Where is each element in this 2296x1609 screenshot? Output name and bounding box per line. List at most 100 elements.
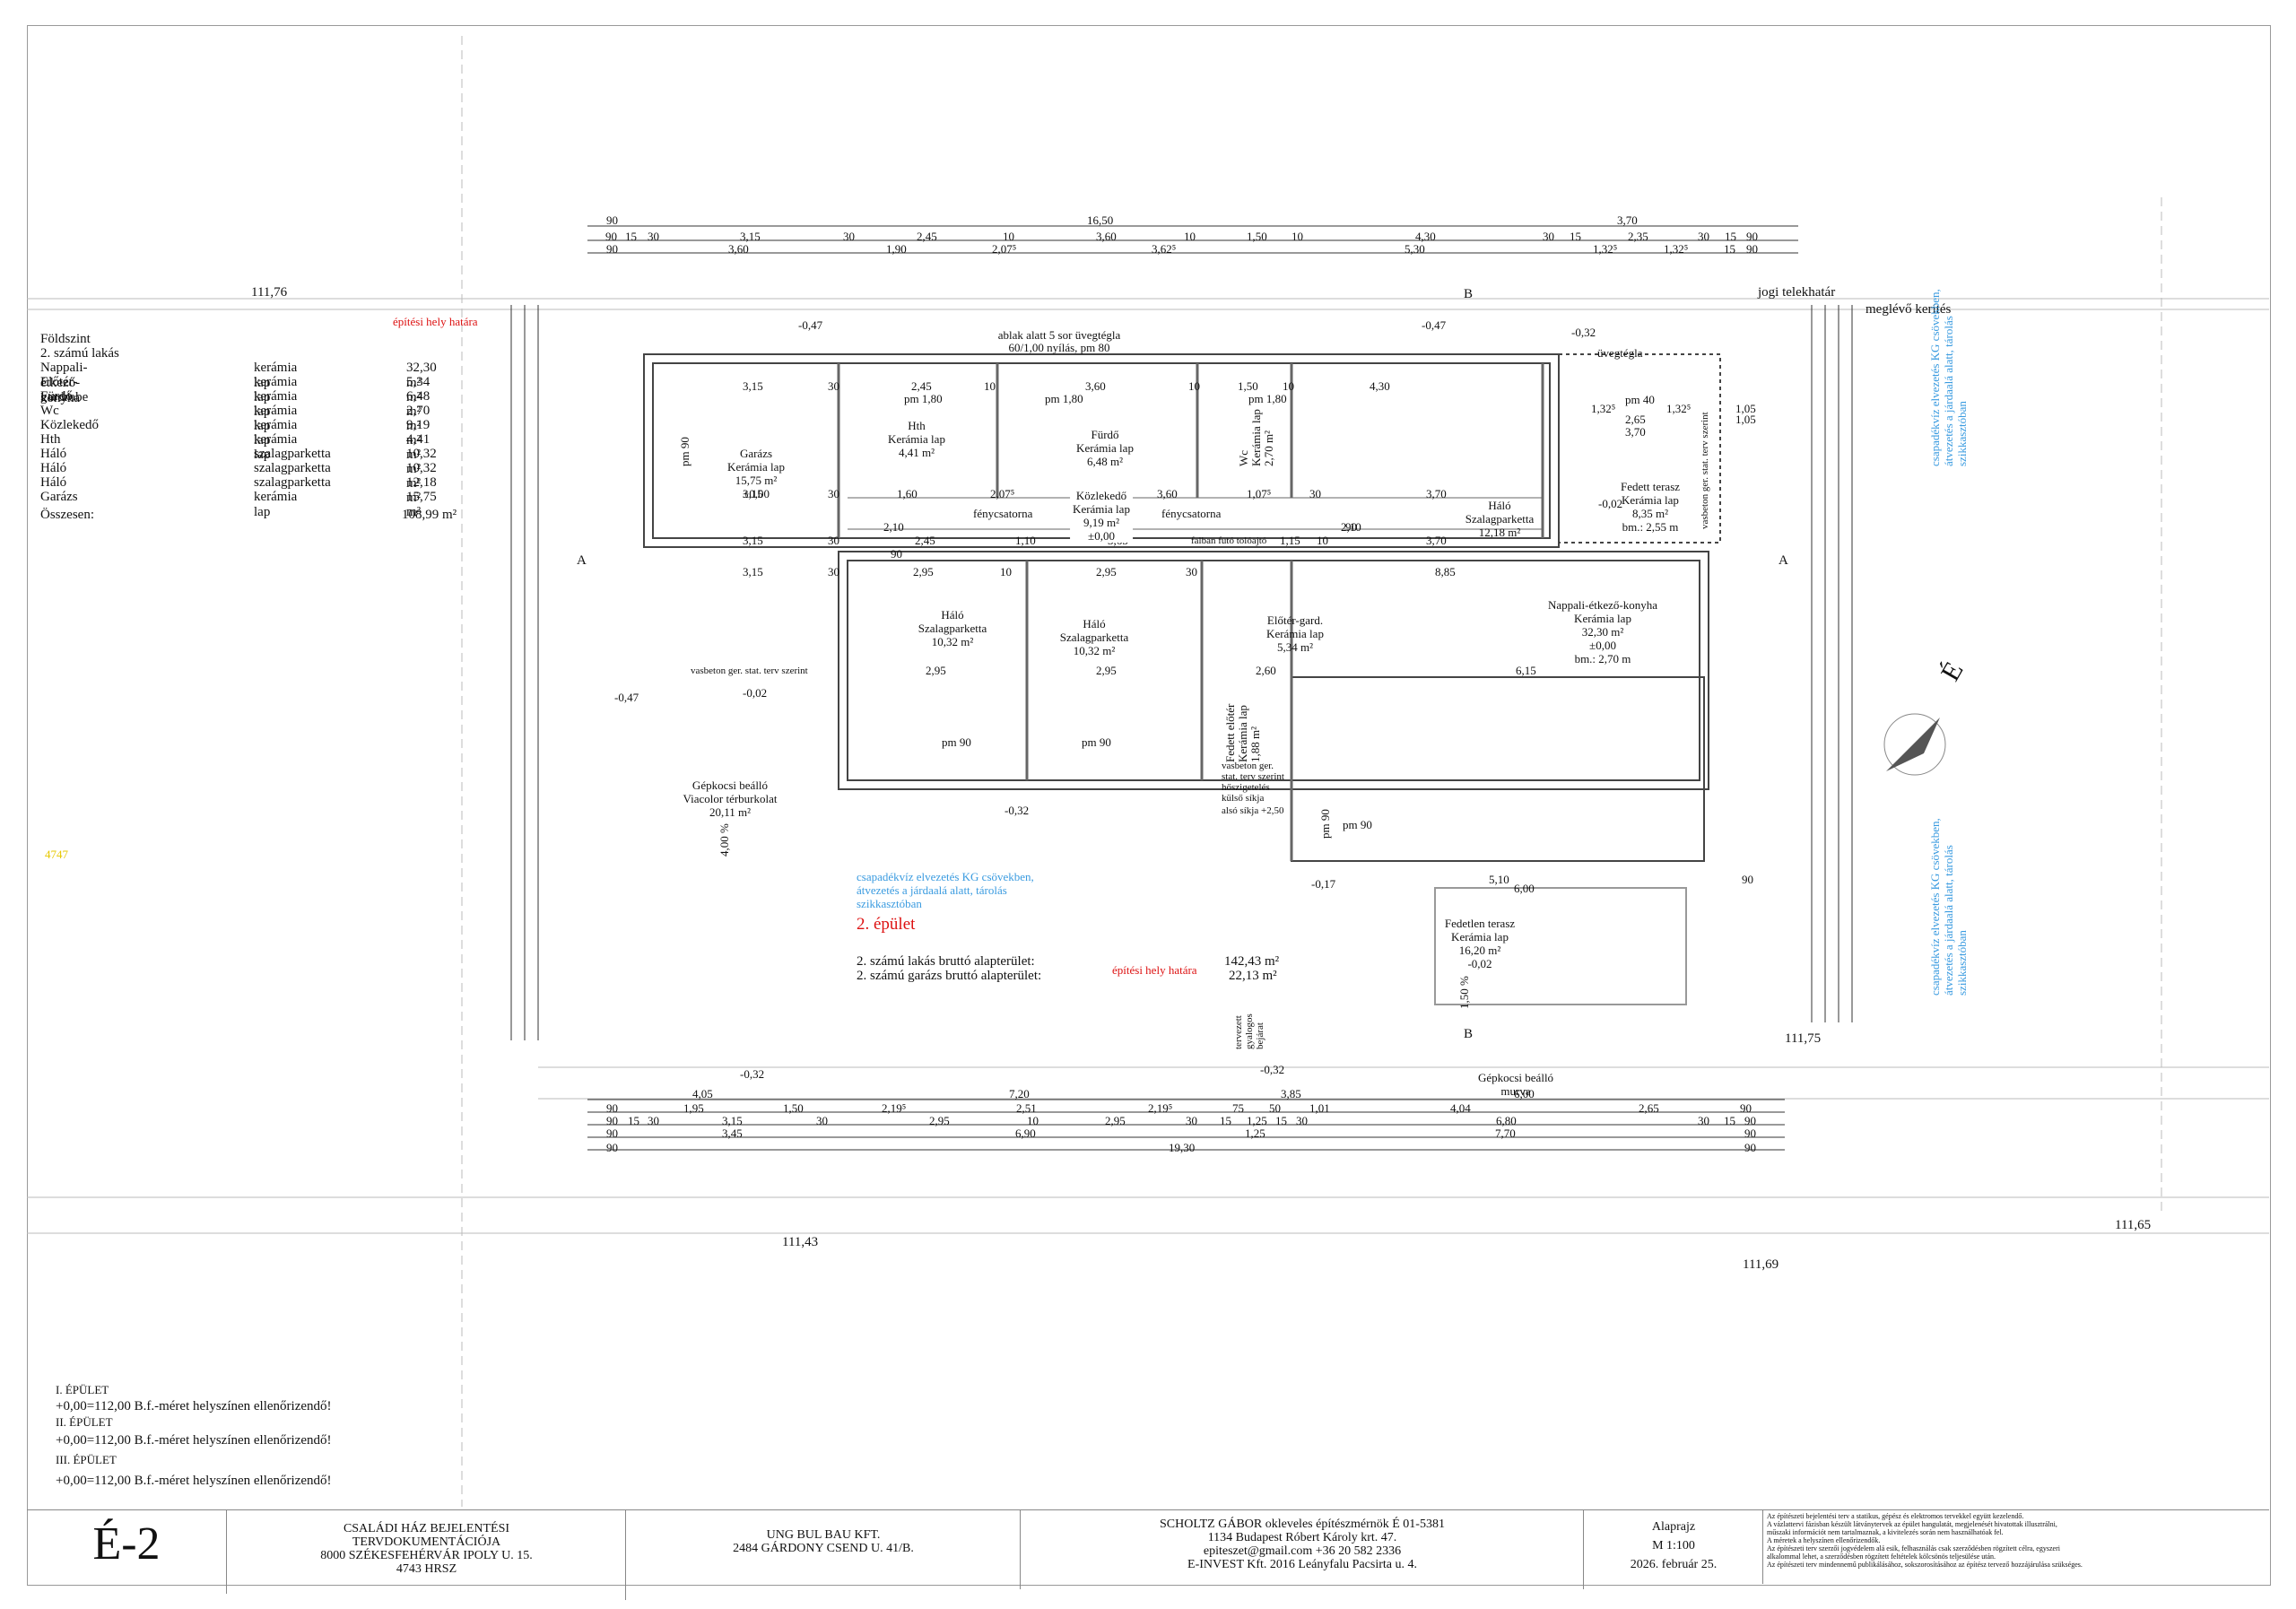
dim-text: 3,15	[743, 534, 763, 547]
dim-text: 3,15	[743, 487, 763, 500]
room-area: 6,48 m²	[406, 389, 430, 419]
dim-text: 15	[1570, 230, 1581, 243]
yellow-marker: 4747	[45, 848, 68, 861]
level-111-43: 111,43	[782, 1235, 819, 1249]
pedestrian-entrance-label: tervezett gyalogos bejárat	[1233, 1013, 1265, 1049]
section-marker-a: A	[577, 553, 587, 568]
dim-text: 30	[1186, 1114, 1197, 1127]
dim-text: 1,95	[683, 1101, 704, 1115]
legend-total-label: Összesen:	[40, 508, 94, 522]
dim-text: 2,51	[1016, 1101, 1037, 1115]
dim-text: 19,30	[1169, 1141, 1196, 1154]
legend-title: Földszint	[40, 332, 91, 346]
room-name: Fürdő	[40, 389, 73, 404]
spot-level: -0,32	[740, 1067, 765, 1081]
room-name: Háló	[40, 447, 67, 461]
dim-text: 3,70	[1426, 487, 1447, 500]
dim-text: 2,95	[926, 664, 946, 677]
building-zone-label: építési hely határa	[393, 315, 478, 328]
dim-text: 1,32⁵	[1666, 402, 1692, 415]
dim-text: 30	[828, 534, 839, 547]
dim-text: 4,04	[1450, 1101, 1471, 1115]
dim-text: 2,60	[1256, 664, 1276, 677]
room-name: Hth	[40, 432, 61, 447]
dim-text: 30	[648, 230, 659, 243]
dim-text: 10	[1292, 230, 1303, 243]
dim-text: 1,10	[1015, 534, 1036, 547]
dim-text: 2,07⁵	[992, 242, 1017, 256]
dim-text: 2,10	[1341, 520, 1361, 534]
dim-text: 1,60	[897, 487, 918, 500]
dim-text: 4,05	[692, 1087, 713, 1100]
spot-level: -0,32	[1004, 804, 1030, 817]
room-floor: kerámia lap	[254, 404, 298, 433]
sill-height: pm 90	[678, 437, 691, 466]
dim-text: 1,25	[1247, 1114, 1267, 1127]
building-number-label: 2. épület	[857, 915, 916, 934]
spot-level: -0,47	[1422, 318, 1447, 332]
sliding-door-note: falban futó tolóajtó	[1191, 535, 1267, 546]
dim-text: 1,01	[1309, 1101, 1330, 1115]
dim-text: 6,00	[1514, 882, 1535, 895]
room-floor: kerámia lap	[254, 490, 298, 519]
dim-text: 6,80	[1496, 1114, 1517, 1127]
room-area: 4,41 m²	[406, 432, 430, 462]
north-arrow	[1883, 713, 1946, 776]
dim-text: 10	[1184, 230, 1196, 243]
designer-cell: SCHOLTZ GÁBOR okleveles építészmérnök É …	[1020, 1510, 1584, 1589]
dim-text: 90	[1740, 1101, 1752, 1115]
room-floor: szalagparketta	[254, 461, 331, 475]
soffit-note: alsó síkja +2,50	[1222, 805, 1284, 816]
dim-text: 15	[1724, 242, 1735, 256]
dim-text: 10	[1283, 379, 1294, 393]
dim-text: 30	[1309, 487, 1321, 500]
dim-text: 2,65	[1625, 413, 1646, 426]
dim-text: 4,30	[1370, 379, 1390, 393]
room-area: 32,30 m²	[406, 361, 437, 390]
sill-height: pm 1,80	[904, 392, 943, 405]
room-name: Közlekedő	[40, 418, 99, 432]
dim-text: 30	[1543, 230, 1554, 243]
dim-text: 3,15	[740, 230, 761, 243]
gross-area-garage-label: 2. számú garázs bruttó alapterület:	[857, 969, 1042, 983]
note-building-1: I. ÉPÜLET	[56, 1383, 109, 1396]
note-building-3-value: +0,00=112,00 B.f.-méret helyszínen ellen…	[56, 1474, 332, 1488]
insulation-note: hőszigetelés külső síkja	[1222, 782, 1270, 804]
section-marker-b: B	[1464, 287, 1474, 301]
dim-text: 90	[606, 242, 618, 256]
dim-text: 15	[1725, 230, 1736, 243]
dim-text: 50	[1269, 1101, 1281, 1115]
dim-text: 2,95	[1096, 565, 1117, 578]
note-building-1-value: +0,00=112,00 B.f.-méret helyszínen ellen…	[56, 1399, 332, 1413]
room-area: 9,19 m²	[406, 418, 430, 448]
room-name: Nappali-étkező-konyha	[40, 361, 88, 405]
room-area: 2,70 m²	[406, 404, 430, 433]
sill-height: pm 1,80	[1045, 392, 1083, 405]
dim-text: 4,30	[1415, 230, 1436, 243]
dim-text: 10	[1317, 534, 1328, 547]
dim-text: 1,32⁵	[1664, 242, 1689, 256]
dim-text: 90	[1742, 873, 1753, 886]
room-area: 5,34 m²	[406, 375, 430, 404]
room-area: 10,32 m²	[406, 447, 437, 476]
dim-text: 1,32⁵	[1591, 402, 1616, 415]
room-floor: kerámia lap	[254, 389, 298, 419]
dim-text: 7,70	[1495, 1126, 1516, 1140]
dim-text: 2,95	[929, 1114, 950, 1127]
rainwater-note-right: csapadékvíz elvezetés KG csövekben, átve…	[1928, 289, 1969, 466]
room-floor: kerámia lap	[254, 375, 298, 404]
dim-text: 1,15	[1280, 534, 1300, 547]
dim-text: 3,45	[722, 1126, 743, 1140]
gross-area-flat-value: 142,43 m²	[1224, 954, 1280, 969]
dim-text: 2,95	[1105, 1114, 1126, 1127]
dim-text: 90	[605, 230, 617, 243]
level-111-75: 111,75	[1785, 1031, 1822, 1046]
